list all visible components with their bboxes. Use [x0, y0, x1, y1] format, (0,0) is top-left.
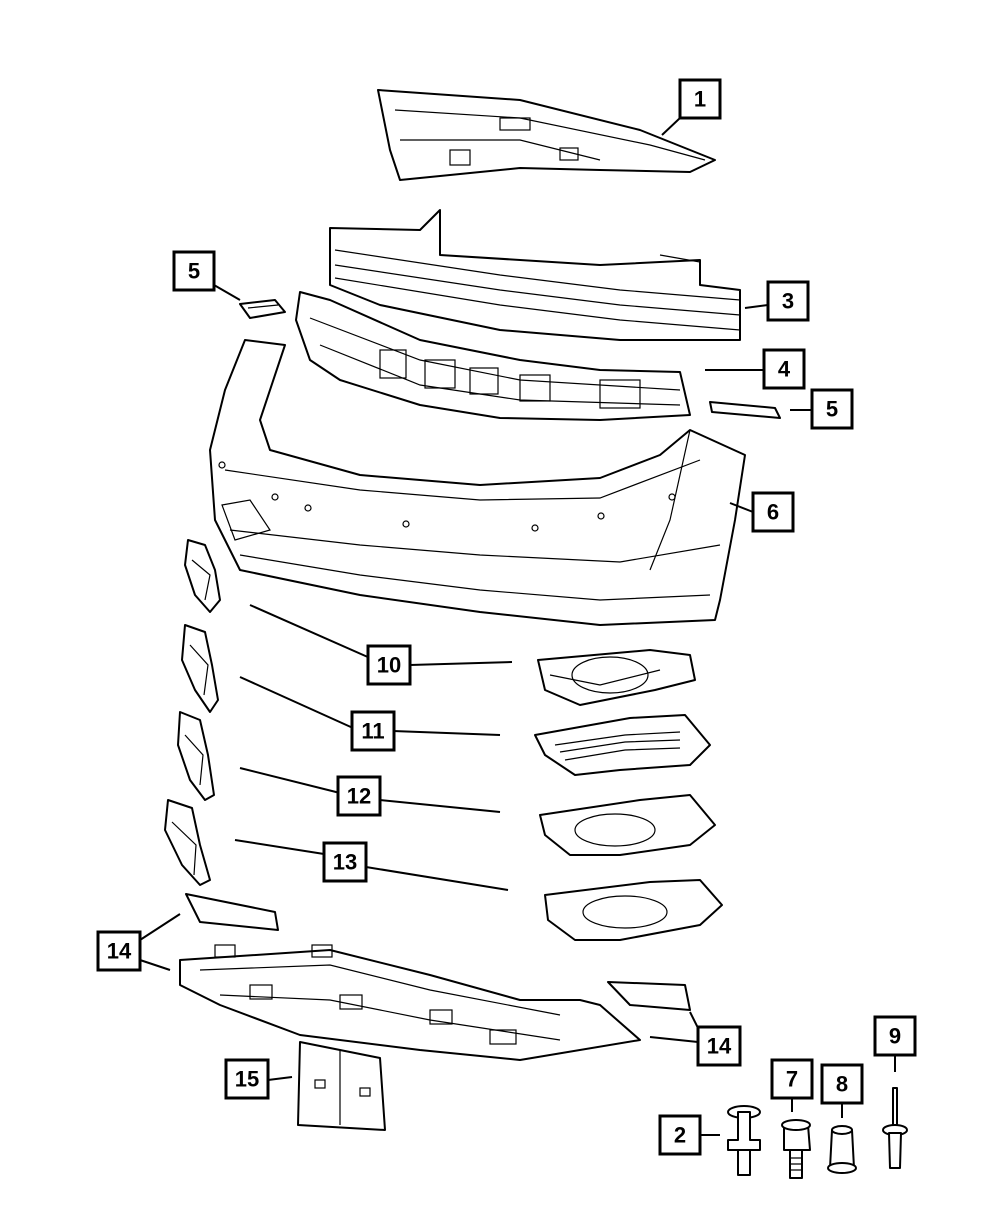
part-15-license-bracket — [297, 1041, 386, 1131]
part-10-left-bracket — [184, 539, 221, 613]
part-6-front-fascia — [209, 339, 746, 626]
part-1-upper-cover — [377, 89, 716, 181]
part-12-bezel — [539, 794, 716, 856]
callout-1: 1 — [678, 78, 722, 120]
callout-13-label: 13 — [333, 850, 357, 875]
part-10-fog-lamp-bezel — [537, 649, 696, 706]
callout-14-right-label: 14 — [707, 1034, 732, 1059]
part-5-right-bracket — [709, 401, 781, 419]
callout-5-left-label: 5 — [188, 259, 200, 284]
callout-4-label: 4 — [778, 357, 791, 382]
callout-14-left-label: 14 — [107, 939, 132, 964]
callout-15: 15 — [224, 1058, 270, 1100]
part-11-grille — [534, 714, 711, 776]
part-11-left-bracket — [181, 624, 219, 713]
callout-5-right: 5 — [810, 388, 854, 430]
callout-3-label: 3 — [782, 289, 794, 314]
callout-8-label: 8 — [836, 1072, 848, 1097]
leader-lines — [139, 117, 896, 1136]
callout-2: 2 — [658, 1114, 702, 1156]
callout-11-label: 11 — [361, 719, 384, 744]
callout-12: 12 — [336, 775, 382, 817]
callout-11: 11 — [350, 710, 396, 752]
part-13-bezel — [544, 879, 723, 941]
part-14-left-deflector — [185, 893, 279, 931]
callout-13: 13 — [322, 841, 368, 883]
part-2-push-pin — [727, 1105, 761, 1176]
part-5-left-bracket — [239, 299, 286, 319]
part-3-bumper-beam — [329, 209, 741, 341]
part-4-energy-absorber — [295, 291, 691, 421]
callout-7: 7 — [770, 1058, 814, 1100]
callout-5-left: 5 — [172, 250, 216, 292]
callout-14-right: 14 — [696, 1025, 742, 1067]
callout-4: 4 — [762, 348, 806, 390]
callout-8: 8 — [820, 1063, 864, 1105]
callout-2-label: 2 — [674, 1123, 686, 1148]
callout-1-label: 1 — [694, 87, 706, 112]
part-7-bolt — [781, 1119, 811, 1179]
callout-14-left: 14 — [96, 930, 142, 972]
part-12-left-bracket — [177, 711, 215, 801]
part-14-lower-air-dam — [179, 944, 641, 1061]
part-8-nut — [827, 1125, 857, 1174]
callout-12-label: 12 — [347, 784, 371, 809]
callout-6-label: 6 — [767, 500, 779, 525]
callout-15-label: 15 — [235, 1067, 259, 1092]
part-14-right-deflector — [607, 981, 691, 1011]
callout-10-label: 10 — [377, 653, 401, 678]
callout-6: 6 — [751, 491, 795, 533]
callout-5-right-label: 5 — [826, 397, 838, 422]
callout-9-label: 9 — [889, 1024, 901, 1049]
callout-10: 10 — [366, 644, 412, 686]
part-9-rivet — [882, 1087, 908, 1169]
callout-7-label: 7 — [786, 1067, 798, 1092]
callout-9: 9 — [873, 1015, 917, 1057]
part-13-left-bracket — [164, 799, 211, 886]
callout-3: 3 — [766, 280, 810, 322]
